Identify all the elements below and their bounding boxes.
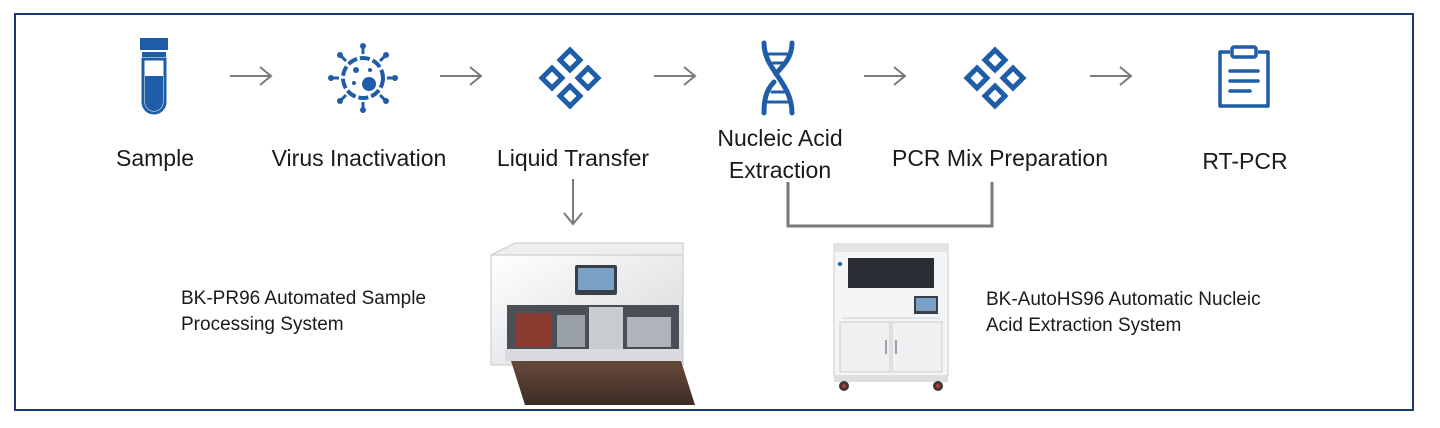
clipboard-icon	[1218, 45, 1270, 108]
step-label-virus-inactivation: Virus Inactivation	[271, 145, 447, 171]
device-label-pr96-line1: BK-PR96 Automated Sample	[181, 288, 427, 309]
arrow-right-icon	[230, 66, 273, 86]
dna-icon	[761, 40, 795, 116]
step-label-pcr-mix: PCR Mix Preparation	[891, 145, 1109, 171]
arrow-right-icon	[440, 66, 483, 86]
bracket-connector	[786, 182, 994, 228]
test-tube-icon	[140, 38, 168, 115]
diamond-cluster-icon	[538, 46, 602, 110]
step-label-rt-pcr: RT-PCR	[1202, 148, 1288, 174]
step-label-sample: Sample	[116, 145, 194, 171]
arrow-right-icon	[654, 66, 697, 86]
extraction-system-machine-image	[833, 243, 949, 391]
device-label-pr96-line2: Processing System	[181, 314, 344, 335]
step-label-liquid-transfer: Liquid Transfer	[496, 145, 650, 171]
diamond-cluster-icon	[963, 46, 1027, 110]
virus-icon	[328, 43, 398, 113]
step-label-nucleic-acid-line2: Extraction	[728, 157, 832, 183]
step-label-nucleic-acid-line1: Nucleic Acid	[717, 125, 843, 151]
arrow-right-icon	[1090, 66, 1133, 86]
device-label-autohs96-line1: BK-AutoHS96 Automatic Nucleic	[986, 289, 1261, 310]
sample-processing-machine-image	[490, 242, 695, 405]
device-label-autohs96-line2: Acid Extraction System	[986, 315, 1182, 336]
workflow-frame	[14, 13, 1414, 411]
arrow-right-icon	[864, 66, 907, 86]
arrow-down-icon	[563, 179, 583, 226]
